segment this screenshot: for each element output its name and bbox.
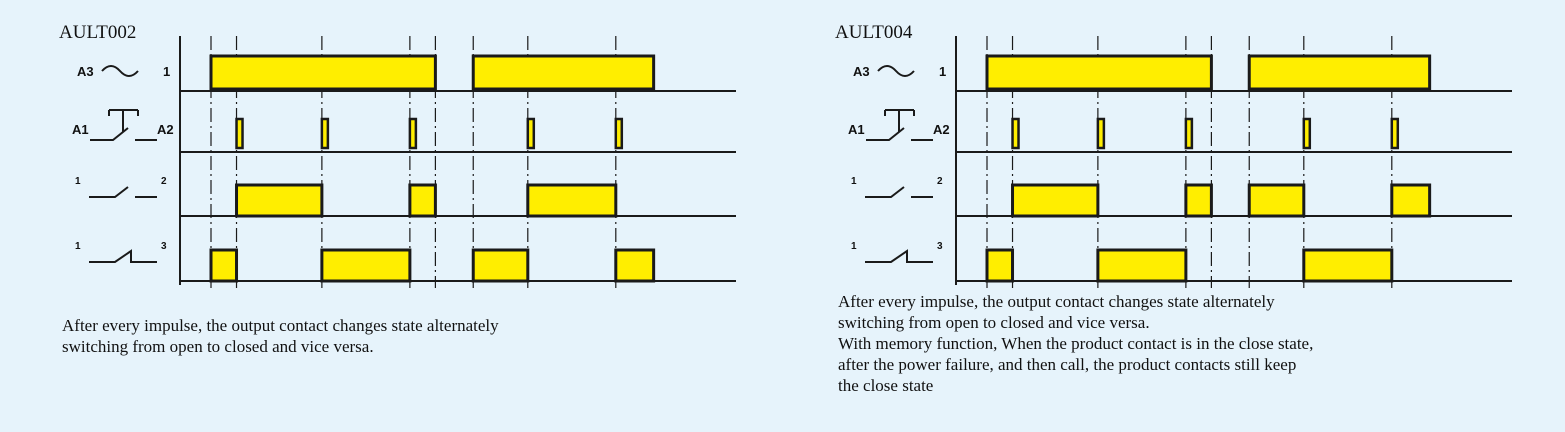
nc-contact-closed-bar (320, 248, 412, 283)
nc-contact-terminal-1: 1 (851, 241, 857, 252)
normally-open-contact-icon (865, 186, 933, 198)
no-contact-closed-bar (1390, 183, 1432, 218)
diagram-title: AULT002 (59, 22, 136, 43)
supply-terminal: 1 (939, 64, 946, 79)
description-line: With memory function, When the product c… (838, 334, 1313, 353)
no-contact-terminal-2: 2 (161, 176, 167, 187)
nc-contact-closed-bar (471, 248, 530, 283)
no-contact-terminal-1: 1 (851, 176, 857, 187)
no-contact-terminal-1: 1 (75, 176, 81, 187)
nc-contact-closed-bar (985, 248, 1015, 283)
nc-contact-terminal-1: 1 (75, 241, 81, 252)
button-pulse (1011, 117, 1020, 150)
button-label-a1: A1 (848, 122, 865, 137)
supply-on-bar (1247, 54, 1432, 91)
nc-contact-terminal-3: 3 (161, 241, 167, 252)
diagram-title: AULT004 (835, 22, 913, 43)
no-contact-closed-bar (235, 183, 324, 218)
button-pulse (1390, 117, 1400, 150)
description-line: the close state (838, 376, 933, 395)
supply-terminal: 1 (163, 64, 170, 79)
nc-contact-closed-bar (1096, 248, 1188, 283)
button-label-a2: A2 (933, 122, 950, 137)
no-contact-closed-bar (1011, 183, 1100, 218)
no-contact-closed-bar (1247, 183, 1306, 218)
no-contact-terminal-2: 2 (937, 176, 943, 187)
button-pulse (1184, 117, 1194, 150)
button-label-a1: A1 (72, 122, 89, 137)
normally-open-contact-icon (89, 186, 157, 198)
push-button-icon (90, 109, 157, 141)
supply-on-bar (209, 54, 437, 91)
description-line: switching from open to closed and vice v… (62, 337, 374, 356)
button-pulse (235, 117, 244, 150)
normally-closed-contact-icon (865, 249, 933, 263)
button-pulse (614, 117, 624, 150)
nc-contact-closed-bar (614, 248, 656, 283)
description-line: After every impulse, the output contact … (62, 316, 499, 335)
button-pulse (408, 117, 418, 150)
button-pulse (526, 117, 536, 150)
no-contact-closed-bar (526, 183, 618, 218)
normally-closed-contact-icon (89, 249, 157, 263)
description-line: After every impulse, the output contact … (838, 292, 1275, 311)
no-contact-closed-bar (408, 183, 437, 218)
supply-on-bar (471, 54, 656, 91)
button-pulse (1096, 117, 1106, 150)
nc-contact-closed-bar (209, 248, 239, 283)
button-pulse (320, 117, 330, 150)
supply-label: A3 (853, 64, 870, 79)
ac-wave-icon (877, 65, 915, 77)
nc-contact-closed-bar (1302, 248, 1394, 283)
button-label-a2: A2 (157, 122, 174, 137)
description-line: switching from open to closed and vice v… (838, 313, 1150, 332)
push-button-icon (866, 109, 933, 141)
ac-wave-icon (101, 65, 139, 77)
supply-label: A3 (77, 64, 94, 79)
supply-on-bar (985, 54, 1213, 91)
description-line: after the power failure, and then call, … (838, 355, 1296, 374)
no-contact-closed-bar (1184, 183, 1213, 218)
nc-contact-terminal-3: 3 (937, 241, 943, 252)
button-pulse (1302, 117, 1312, 150)
